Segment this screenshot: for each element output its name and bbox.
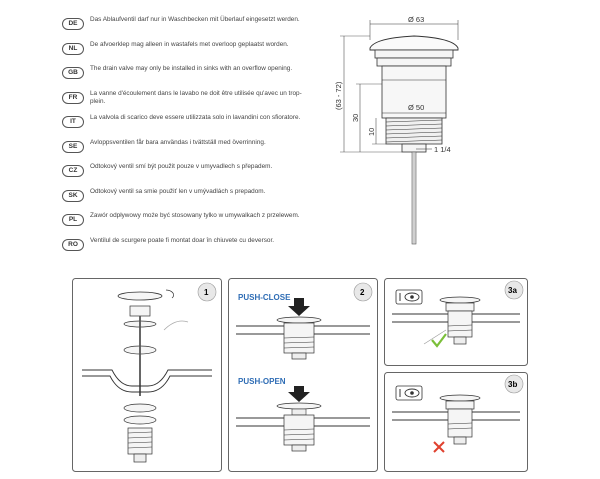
dim-top-diameter: Ø 63 [408,15,424,24]
language-code-badge: DE [62,18,84,30]
language-notice-text: Das Ablaufventil darf nur in Waschbecken… [90,16,300,23]
language-code-badge: GB [62,67,84,79]
language-row-ro: RO Ventilul de scurgere poate fi montat d… [62,237,314,262]
language-notice-text: Ventilul de scurgere poate fi montat doa… [90,236,275,244]
language-code-badge: SK [62,189,84,202]
language-row-cz: CZ Odtokový ventil smí být použit pouze v… [62,163,314,188]
language-notice-text: De afvoerklep mag alleen in wastafels me… [90,40,289,48]
push-open-label: PUSH-OPEN [238,377,286,386]
check-icon [431,333,447,348]
technical-drawing: Ø 63 Ø 50 1 1/4 (63 - 72) 30 10 [334,15,459,245]
language-notice-list: DE Das Ablaufventil darf nur in Waschbeck… [62,16,314,261]
language-notice-text: Odtokový ventil sa smie použiť len v umý… [90,187,266,195]
language-code-badge: NL [62,42,84,55]
language-row-gb: GB The drain valve may only be installed … [62,65,314,90]
language-row-it: IT La valvola di scarico deve essere util… [62,114,314,139]
language-row-nl: NL De afvoerklep mag alleen in wastafels … [62,41,314,66]
language-code-badge: CZ [62,165,84,177]
step-3b-number: 3b [508,380,517,389]
step-3a-panel: 3a [384,278,528,366]
language-code-badge: RO [62,238,84,251]
eye-icon [395,289,423,305]
step-1-panel: 1 [72,278,222,472]
cross-icon [433,441,445,453]
language-code-badge: SE [62,140,84,153]
dim-height-10: 10 [367,128,376,136]
language-notice-text: The drain valve may only be installed in… [90,65,293,72]
step-2-panel: 2 PUSH-CLOSE PUSH-OPEN [228,278,378,472]
language-notice-text: Avloppsventilen får bara användas i tvät… [90,138,266,146]
language-row-sk: SK Odtokový ventil sa smie použiť len v u… [62,188,314,213]
language-notice-text: Zawór odpływowy może być stosowany tylko… [90,212,300,219]
language-code-badge: IT [62,116,84,128]
step-1-number: 1 [204,288,209,297]
step-3b-panel: 3b [384,372,528,472]
language-row-pl: PL Zawór odpływowy może być stosowany tyl… [62,212,314,237]
step-2-number: 2 [360,288,365,297]
language-notice-text: La valvola di scarico deve essere utiliz… [90,114,301,121]
language-code-badge: PL [62,214,84,226]
push-close-label: PUSH-CLOSE [238,293,291,302]
language-notice-text: La vanne d'écoulement dans le lavabo ne … [90,89,302,105]
language-row-de: DE Das Ablaufventil darf nur in Waschbeck… [62,16,314,41]
language-notice-text: Odtokový ventil smí být použit pouze v u… [90,163,273,170]
language-row-se: SE Avloppsventilen får bara användas i tv… [62,139,314,164]
dim-height-range: (63 - 72) [334,81,343,110]
dim-body-diameter: Ø 50 [408,103,424,112]
dim-thread: 1 1/4 [434,145,451,154]
dim-height-30: 30 [351,114,360,122]
language-row-fr: FR La vanne d'écoulement dans le lavabo n… [62,90,314,115]
eye-icon [395,385,423,401]
step-3a-number: 3a [508,286,517,295]
language-code-badge: FR [62,91,84,104]
